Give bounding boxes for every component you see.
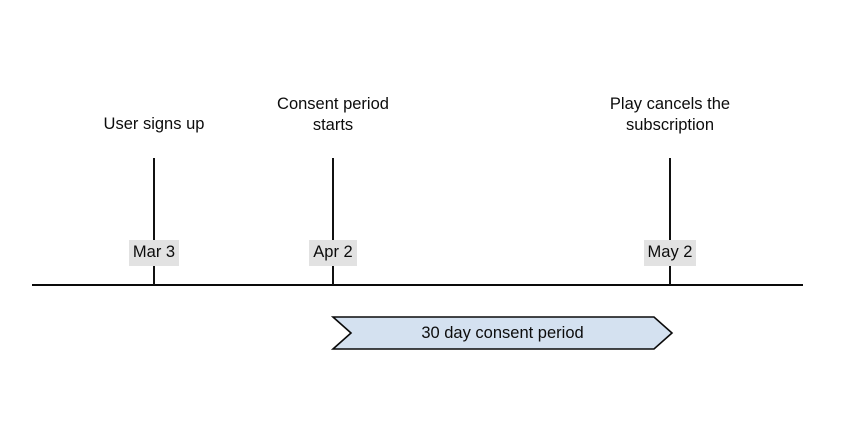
event-date-signup: Mar 3 (84, 240, 224, 266)
event-date-cancel: May 2 (600, 240, 740, 266)
event-date-badge-consent-start: Apr 2 (309, 240, 357, 266)
timeline-axis (32, 284, 803, 286)
chevron-banner-shape (330, 316, 674, 350)
event-label-consent-start: Consent period starts (277, 95, 389, 134)
event-tick-signup (153, 158, 155, 285)
event-tick-consent-start (332, 158, 334, 285)
consent-period-banner: 30 day consent period (330, 316, 674, 350)
chevron-polygon (330, 316, 674, 350)
event-tick-cancel (669, 158, 671, 285)
event-date-badge-signup: Mar 3 (128, 240, 180, 266)
event-date-consent-start: Apr 2 (263, 240, 403, 266)
event-label-cancel: Play cancels the subscription (609, 95, 731, 134)
event-date-badge-cancel: May 2 (643, 240, 697, 266)
event-label-signup: User signs up (103, 115, 205, 133)
